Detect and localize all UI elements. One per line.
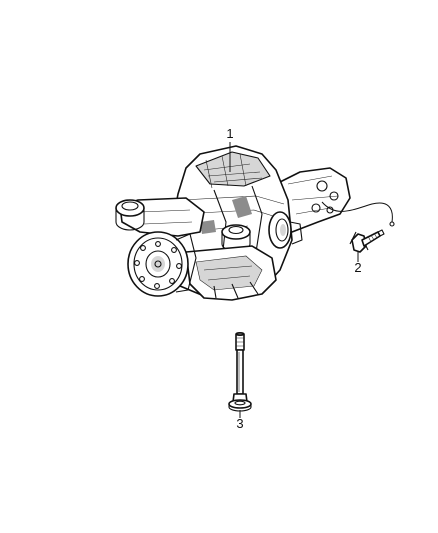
bolt-icon xyxy=(349,229,385,253)
long-bolt-icon xyxy=(228,331,252,412)
differential-assembly-icon xyxy=(115,145,395,301)
callout-3: 3 xyxy=(236,416,243,431)
callout-1: 1 xyxy=(226,126,233,141)
callout-2: 2 xyxy=(354,260,361,275)
